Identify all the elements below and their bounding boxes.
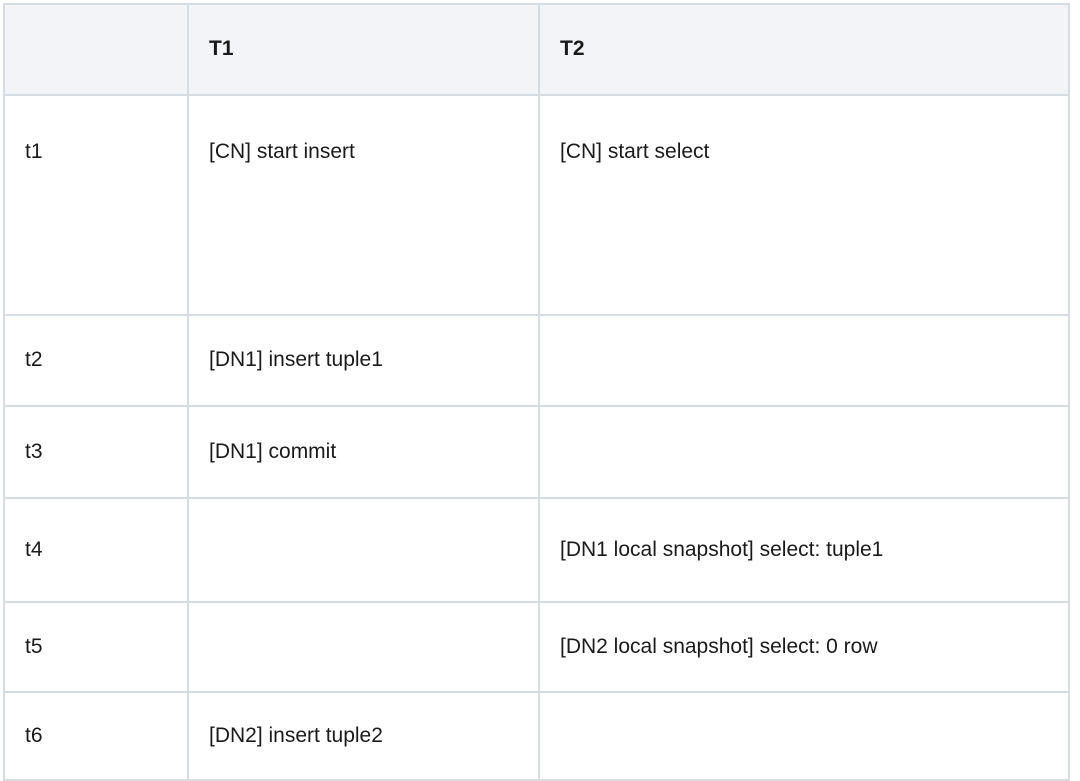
- cell-time-t3: t3: [3, 405, 189, 499]
- table-row: t4 [DN1 local snapshot] select: tuple1: [3, 497, 1070, 603]
- cell-t1-t2: [DN1] insert tuple1: [187, 314, 540, 407]
- header-cell-t2: T2: [538, 3, 1070, 96]
- table-header-row: T1 T2: [3, 3, 1070, 96]
- cell-t2-t3: [538, 405, 1070, 499]
- transaction-timeline-table: T1 T2 t1 [CN] start insert [CN] start se…: [3, 3, 1070, 781]
- cell-t1-t4: [187, 497, 540, 603]
- table-body: t1 [CN] start insert [CN] start select t…: [3, 94, 1070, 781]
- table-container: T1 T2 t1 [CN] start insert [CN] start se…: [3, 3, 1070, 781]
- table-row: t2 [DN1] insert tuple1: [3, 314, 1070, 407]
- header-cell-t1: T1: [187, 3, 540, 96]
- cell-time-t1: t1: [3, 94, 189, 316]
- table-row: t5 [DN2 local snapshot] select: 0 row: [3, 601, 1070, 693]
- cell-t1-t3: [DN1] commit: [187, 405, 540, 499]
- table-row: t6 [DN2] insert tuple2: [3, 691, 1070, 781]
- cell-t2-t4: [DN1 local snapshot] select: tuple1: [538, 497, 1070, 603]
- cell-t1-t6: [DN2] insert tuple2: [187, 691, 540, 781]
- page-root: T1 T2 t1 [CN] start insert [CN] start se…: [3, 3, 1070, 781]
- cell-t1-t5: [187, 601, 540, 693]
- table-header: T1 T2: [3, 3, 1070, 96]
- cell-t1-t1: [CN] start insert: [187, 94, 540, 316]
- table-row: t3 [DN1] commit: [3, 405, 1070, 499]
- cell-t2-t2: [538, 314, 1070, 407]
- cell-time-t2: t2: [3, 314, 189, 407]
- header-cell-time: [3, 3, 189, 96]
- cell-t2-t6: [538, 691, 1070, 781]
- table-row: t1 [CN] start insert [CN] start select: [3, 94, 1070, 316]
- cell-t2-t5: [DN2 local snapshot] select: 0 row: [538, 601, 1070, 693]
- cell-time-t5: t5: [3, 601, 189, 693]
- cell-time-t4: t4: [3, 497, 189, 603]
- cell-time-t6: t6: [3, 691, 189, 781]
- cell-t2-t1: [CN] start select: [538, 94, 1070, 316]
